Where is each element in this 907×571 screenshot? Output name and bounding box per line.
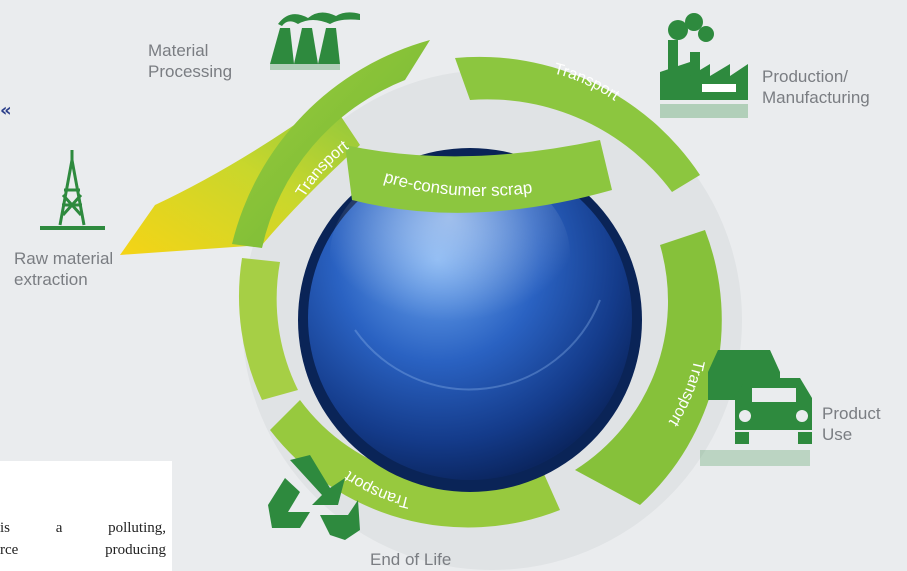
stage-end-of-life: End of Life — [370, 550, 452, 569]
collapse-chevron-icon[interactable]: « — [0, 100, 12, 121]
pre-consumer-band — [345, 140, 612, 213]
cars-icon — [700, 350, 812, 466]
recycle-icon — [268, 455, 360, 540]
ring-segment-bottom — [270, 400, 560, 528]
text-card-line: rce producing — [0, 542, 166, 558]
stage-product-use: Product Use — [822, 404, 881, 444]
ring-segment-left — [238, 258, 298, 400]
oil-derrick-icon — [40, 150, 105, 230]
chimney-plant-icon — [270, 12, 360, 70]
ring-segment-right — [575, 230, 722, 505]
factory-icon — [660, 13, 748, 118]
text-card-body: is a polluting, rce producing — [0, 517, 166, 561]
ring-segment-top — [455, 56, 700, 192]
text-card-line: is a polluting, — [0, 520, 166, 536]
stage-production: Production/ Manufacturing — [762, 67, 870, 107]
stage-raw-material: Raw material extraction — [14, 249, 114, 289]
text-card: is a polluting, rce producing — [0, 461, 172, 571]
stage-material-processing: Material Processing — [148, 41, 233, 81]
ring-segment-upper-left — [232, 40, 430, 248]
